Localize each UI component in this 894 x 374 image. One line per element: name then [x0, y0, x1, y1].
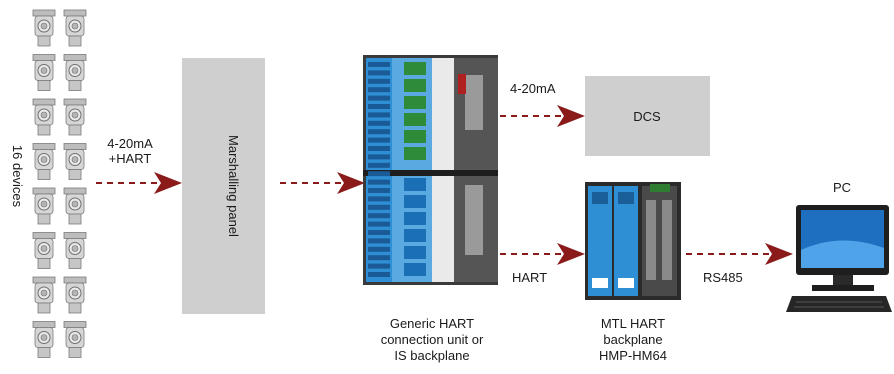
transmitter-icon [32, 232, 56, 269]
signal-label-rs485: RS485 [703, 270, 743, 285]
arrowhead-icon [765, 243, 793, 265]
arrowhead-icon [557, 105, 585, 127]
transmitter-icon [32, 54, 56, 91]
signal-label-analog: 4-20mA [510, 81, 556, 96]
transmitter-icon [63, 98, 87, 136]
arrowhead-icon [154, 172, 182, 194]
mtl-backplane-image [585, 182, 681, 300]
transmitter-icon [32, 187, 56, 225]
svg-text:HMP-HM64: HMP-HM64 [599, 348, 667, 363]
svg-text:Generic HART: Generic HART [390, 316, 474, 331]
signal-label-hart: +HART [109, 151, 152, 166]
signal-label-hart-only: HART [512, 270, 547, 285]
transmitter-icon [32, 9, 56, 47]
devices-label: 16 devices [10, 145, 25, 208]
transmitter-icon [32, 276, 56, 314]
transmitter-icon [32, 143, 56, 180]
arrowhead-icon [337, 172, 365, 194]
marshalling-panel-label: Marshalling panel [226, 135, 241, 237]
svg-text:MTL HART: MTL HART [601, 316, 665, 331]
transmitter-icon [63, 321, 87, 358]
connection-unit-caption: Generic HART connection unit or IS backp… [381, 316, 484, 363]
dcs-label: DCS [633, 109, 661, 124]
svg-text:IS backplane: IS backplane [394, 348, 469, 363]
arrowhead-icon [557, 243, 585, 265]
pc-computer-icon [786, 205, 892, 312]
transmitter-icon [63, 187, 87, 225]
svg-text:connection unit or: connection unit or [381, 332, 484, 347]
transmitter-icon [63, 232, 87, 269]
connection-unit-image [363, 55, 498, 285]
dcs-box [585, 76, 710, 156]
transmitter-icon [32, 98, 56, 136]
pc-label: PC [833, 180, 851, 195]
transmitter-icon [63, 276, 87, 314]
transmitter-icon [63, 54, 87, 91]
transmitter-icon [32, 321, 56, 358]
marshalling-panel [182, 58, 265, 314]
signal-label-4-20ma: 4-20mA [107, 136, 153, 151]
mtl-backplane-caption: MTL HART backplane HMP-HM64 [599, 316, 667, 363]
svg-text:backplane: backplane [603, 332, 662, 347]
transmitter-icon [63, 9, 87, 47]
field-devices [32, 9, 87, 358]
transmitter-icon [63, 143, 87, 180]
